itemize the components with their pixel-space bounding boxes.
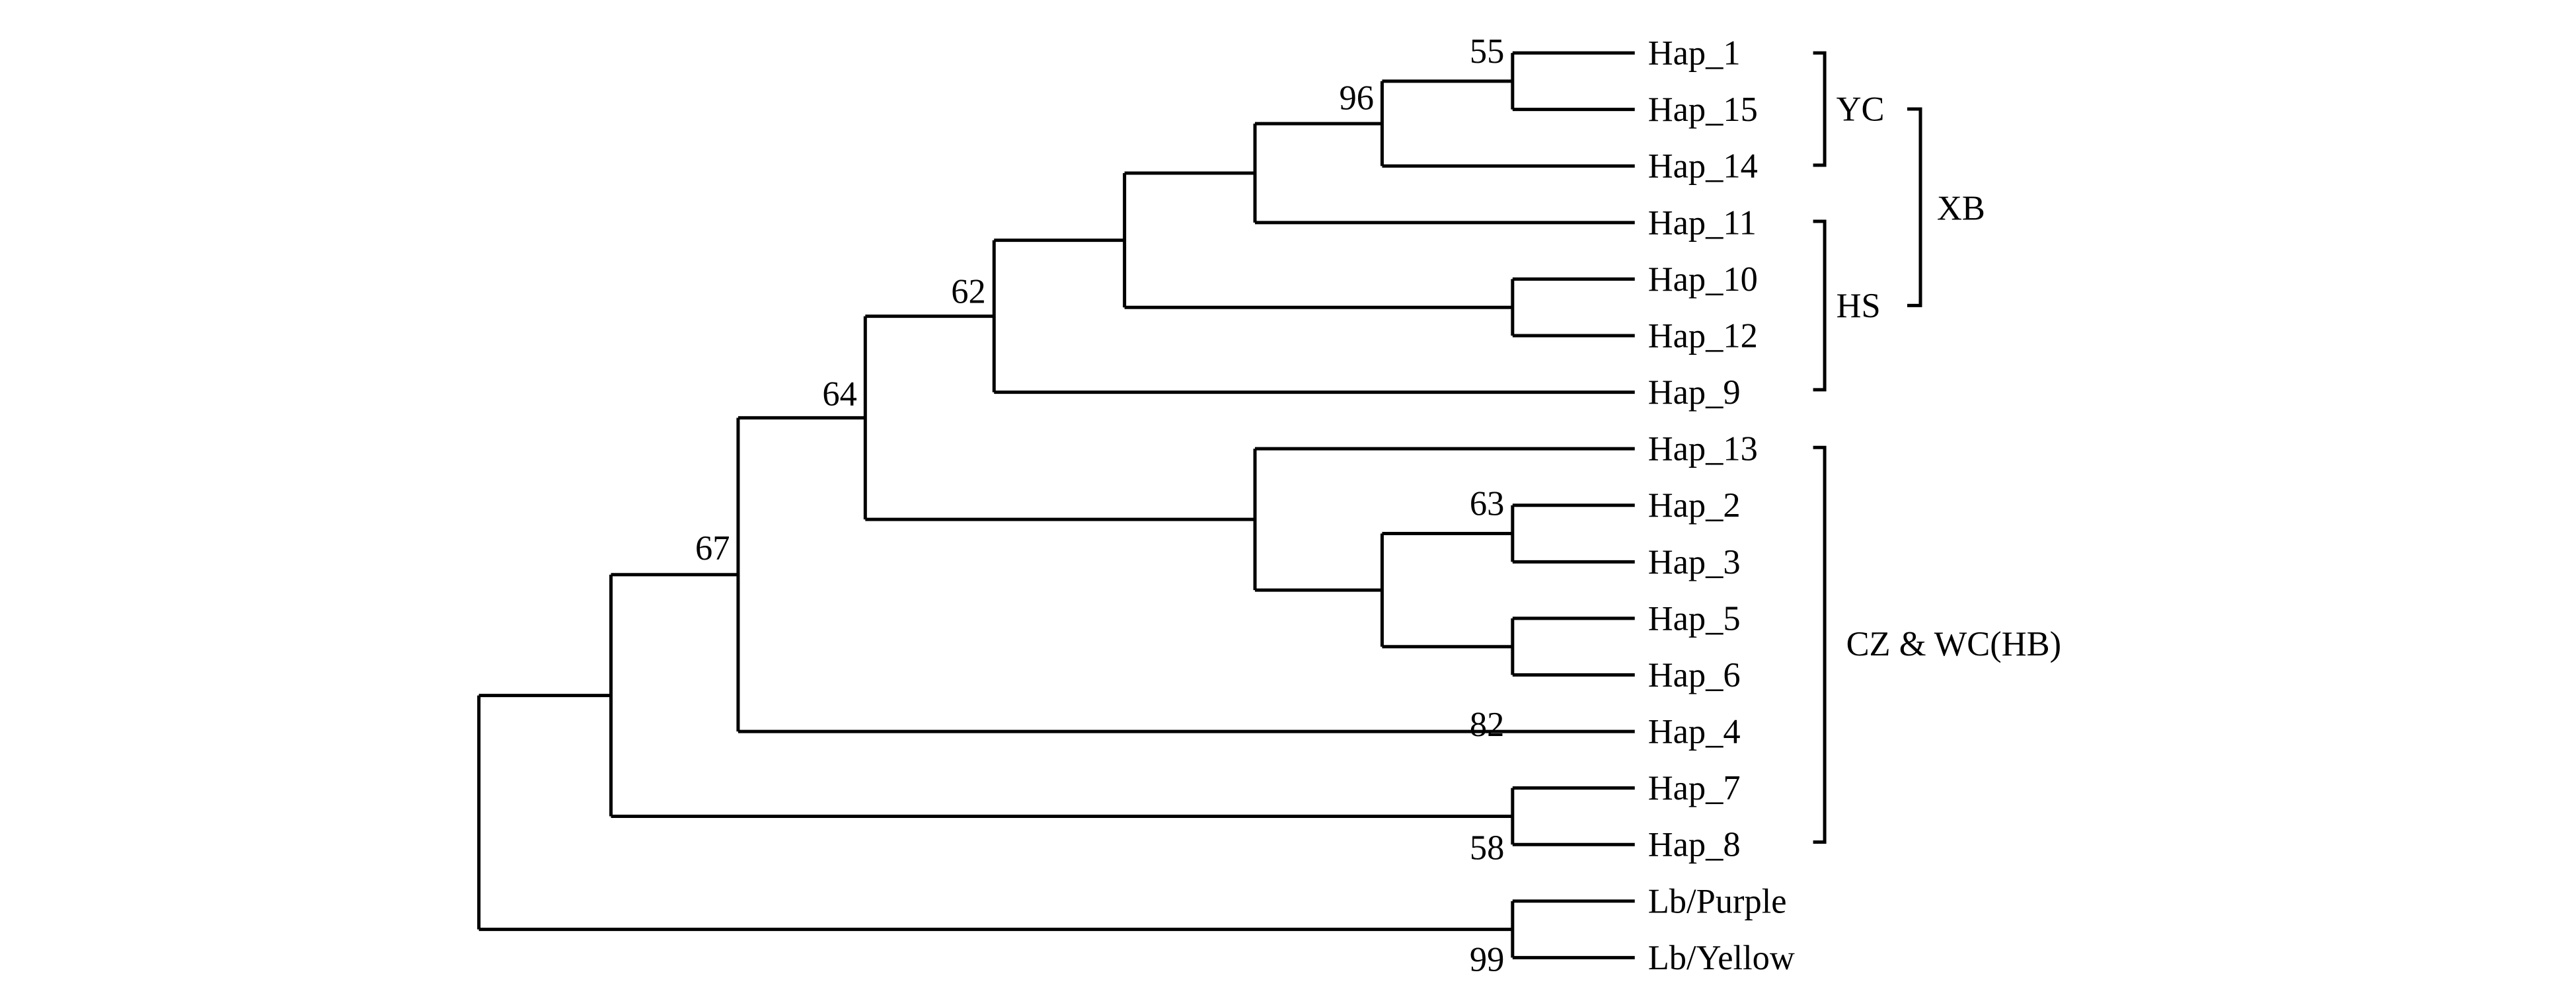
group-label-xb: XB	[1937, 189, 1985, 227]
bracket-yc	[1813, 51, 1827, 167]
group-brackets: YC HS XB CZ & WC(HB)	[1813, 51, 2062, 844]
group-label-hs: HS	[1837, 287, 1881, 325]
leaf-labels: Hap_1Hap_15Hap_14Hap_11Hap_10Hap_12Hap_9…	[1648, 34, 1795, 977]
leaf-label: Hap_7	[1648, 769, 1741, 807]
leaf-label: Hap_15	[1648, 91, 1758, 129]
bracket-xb	[1907, 107, 1922, 307]
bootstrap-value: 64	[822, 375, 856, 414]
leaf-label: Hap_11	[1648, 204, 1757, 242]
bootstrap-value: 62	[951, 273, 985, 311]
bootstrap-value: 82	[1470, 706, 1504, 744]
leaf-label: Hap_1	[1648, 34, 1741, 73]
leaf-label: Hap_3	[1648, 543, 1741, 581]
bracket-cz-wc	[1813, 445, 1827, 844]
leaf-label: Hap_14	[1648, 147, 1758, 186]
leaf-label: Hap_6	[1648, 656, 1741, 694]
leaf-label: Hap_9	[1648, 373, 1741, 412]
leaf-label: Hap_4	[1648, 713, 1741, 751]
leaf-label: Hap_13	[1648, 430, 1758, 468]
bootstrap-value: 96	[1339, 79, 1373, 117]
bracket-hs	[1813, 219, 1827, 392]
leaf-label: Hap_2	[1648, 486, 1741, 525]
leaf-label: Lb/Yellow	[1648, 939, 1795, 977]
group-label-cz-wc: CZ & WC(HB)	[1846, 625, 2062, 663]
bootstrap-value: 63	[1470, 485, 1504, 523]
leaf-label: Lb/Purple	[1648, 882, 1787, 920]
tree-branches	[477, 51, 1635, 959]
leaf-label: Hap_5	[1648, 599, 1741, 638]
group-label-yc: YC	[1837, 91, 1885, 129]
bootstrap-value: 67	[695, 529, 730, 568]
leaf-label: Hap_10	[1648, 260, 1758, 299]
bootstrap-value: 55	[1470, 32, 1504, 71]
leaf-label: Hap_8	[1648, 826, 1741, 864]
bootstrap-value: 58	[1470, 829, 1504, 868]
leaf-label: Hap_12	[1648, 316, 1758, 355]
bootstrap-labels: 55 96 62 63 82 64 67 58 99	[695, 32, 1504, 979]
bootstrap-value: 99	[1470, 940, 1504, 979]
